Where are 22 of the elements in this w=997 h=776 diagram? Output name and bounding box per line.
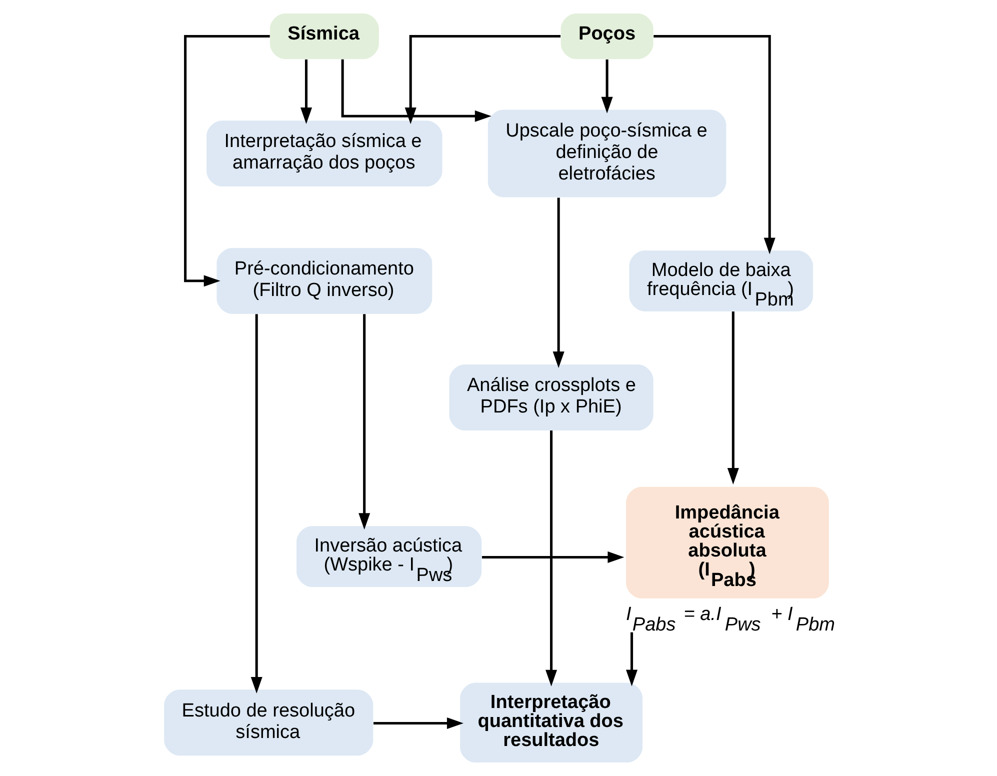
arrow <box>545 430 557 686</box>
arrow <box>372 717 463 730</box>
arrow <box>340 59 491 122</box>
arrow <box>358 314 370 530</box>
node-box: Upscale poço-sísmica e definição de eletrofácies <box>487 110 726 198</box>
arrow <box>600 59 612 114</box>
node-box: Poços <box>560 13 653 60</box>
arrow <box>184 35 270 287</box>
arrow <box>250 314 262 694</box>
node-box: Interpretação sísmica e amarração dos poços <box>206 120 442 186</box>
arrow <box>481 551 624 563</box>
arrow <box>404 35 560 124</box>
node-box: Estudo de resolução sísmica <box>164 690 373 756</box>
node-box: Pré-condicionamento (Filtro Q inverso) <box>216 248 432 314</box>
node-box: Interpretação quantitativa dos resultados <box>460 682 642 763</box>
arrow <box>726 311 738 484</box>
arrow <box>552 198 564 368</box>
arrow <box>653 35 775 254</box>
node-box: Sísmica <box>269 13 378 60</box>
arrow <box>300 59 312 124</box>
arrow <box>625 632 638 686</box>
node-box: Análise crossplots e PDFs (Ip x PhiE) <box>448 364 653 430</box>
